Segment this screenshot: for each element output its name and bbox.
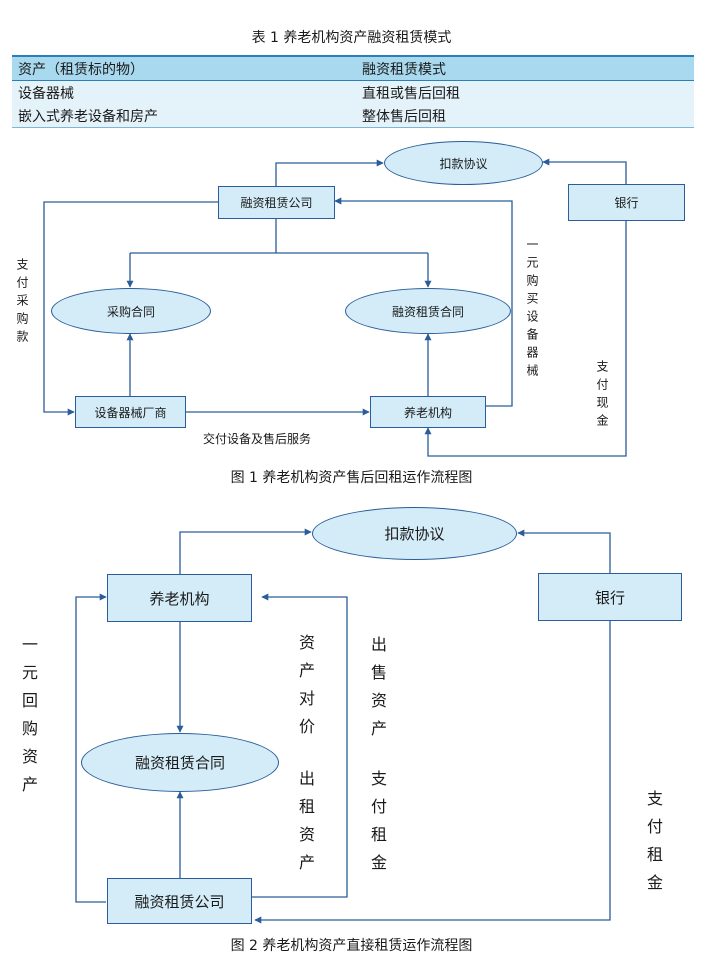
fig2-label-sell-assets: 出售资产 (368, 636, 387, 748)
arrow-buyback (75, 593, 107, 903)
table-header-row: 资产（租赁标的物） 融资租赁模式 (12, 55, 694, 81)
arrow-company-to-agreement (275, 159, 384, 186)
table-cell: 整体售后回租 (356, 104, 694, 128)
fig1-elderly-institution: 养老机构 (370, 396, 486, 428)
fig2-label-lease-assets: 出租资产 (296, 770, 315, 882)
arrow-pay-rent (254, 621, 611, 924)
fig1-label-buy-equipment: 一元购买设备器械 (525, 238, 539, 382)
fig2-label-pay-rent-left: 支付租金 (368, 770, 387, 882)
table-row: 设备器械 直租或售后回租 (12, 80, 694, 104)
fig2-deduction-agreement: 扣款协议 (312, 507, 517, 560)
fig1-lease-contract: 融资租赁合同 (345, 288, 511, 334)
table-cell: 直租或售后回租 (356, 80, 694, 104)
fig2-label-pay-rent-right: 支付租金 (644, 790, 663, 902)
arrow-pay-purchase (43, 201, 218, 416)
fig1-caption: 图 1 养老机构资产售后回租运作流程图 (230, 470, 473, 486)
arrow-buy-equipment (334, 197, 513, 407)
fig2-label-asset-consideration: 资产对价 (296, 634, 315, 746)
fig2-leasing-company: 融资租赁公司 (107, 878, 252, 924)
arrow-bank-to-agreement (542, 158, 627, 184)
fig1-label-pay-cash: 支付现金 (595, 360, 609, 432)
fig1-purchase-contract: 采购合同 (51, 288, 211, 334)
table-cell: 设备器械 (12, 80, 356, 104)
fig1-leasing-company: 融资租赁公司 (218, 186, 335, 219)
table-row: 嵌入式养老设备和房产 整体售后回租 (12, 104, 694, 128)
table-caption: 表 1 养老机构资产融资租赁模式 (251, 30, 452, 46)
asset-lease-table: 资产（租赁标的物） 融资租赁模式 设备器械 直租或售后回租 嵌入式养老设备和房产… (12, 55, 694, 128)
table-header-asset: 资产（租赁标的物） (12, 55, 356, 81)
fig2-label-buyback: 一元回购资产 (19, 636, 38, 804)
arrow-pay-cash (424, 221, 627, 457)
fig2-bank: 银行 (538, 573, 682, 621)
fig2-lease-contract: 融资租赁合同 (81, 733, 279, 792)
fig1-deduction-agreement: 扣款协议 (384, 141, 543, 185)
fig2-elderly-institution: 养老机构 (107, 574, 252, 622)
fig1-label-pay-purchase: 支付采购款 (15, 258, 29, 348)
fig1-label-deliver: 交付设备及售后服务 (203, 432, 312, 446)
fig2-caption: 图 2 养老机构资产直接租赁运作流程图 (230, 938, 473, 954)
arrow-institution-to-agreement-2 (179, 528, 312, 574)
table-header-mode: 融资租赁模式 (356, 55, 694, 81)
fig1-bank: 银行 (568, 184, 685, 221)
fig1-equipment-supplier: 设备器械厂商 (75, 396, 186, 428)
arrow-sell-assets (252, 593, 348, 898)
table-cell: 嵌入式养老设备和房产 (12, 104, 356, 128)
arrow-bank-to-agreement-2 (517, 529, 611, 573)
